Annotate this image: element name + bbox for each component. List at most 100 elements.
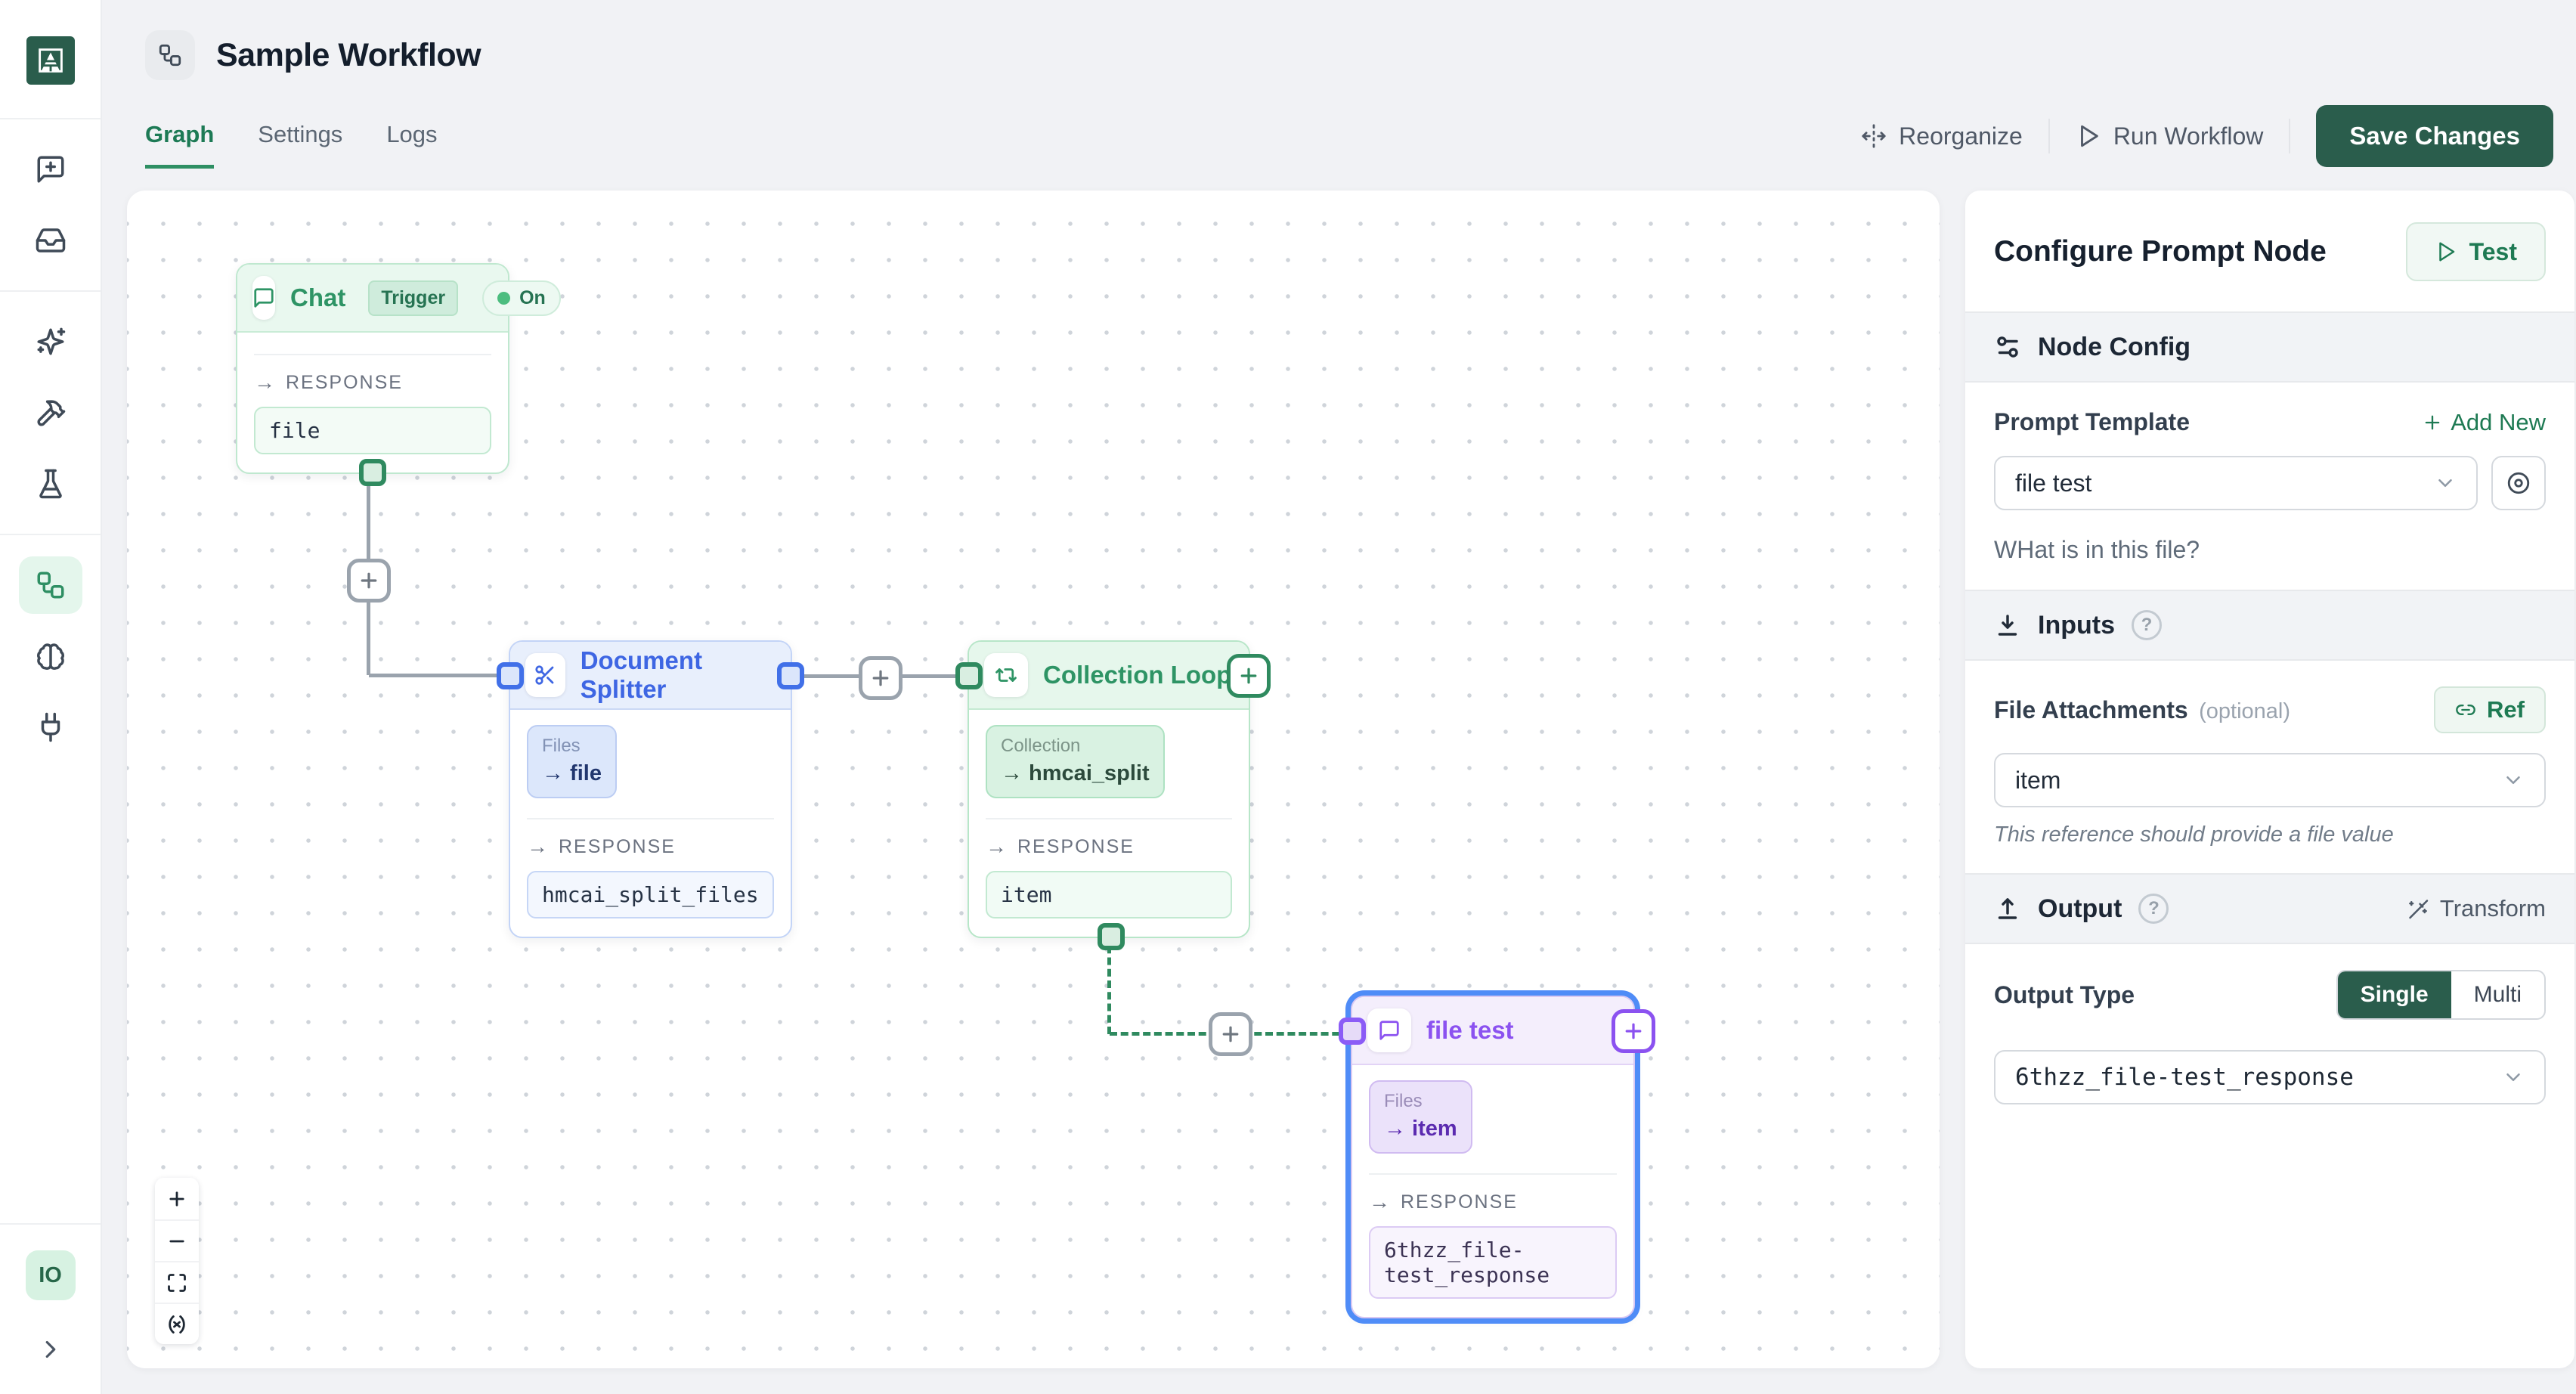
add-node-on-edge-button[interactable] (859, 656, 903, 700)
node-title: Chat (290, 283, 346, 311)
zoom-out-button[interactable] (155, 1219, 199, 1261)
reorganize-button[interactable]: Reorganize (1861, 122, 2023, 150)
status-badge[interactable]: On (482, 280, 561, 316)
input-port[interactable] (955, 662, 983, 689)
logo-tree-icon (38, 48, 63, 73)
input-chip-files[interactable]: Files → item (1369, 1080, 1472, 1154)
add-new-label: Add New (2451, 408, 2546, 435)
add-node-on-edge-button[interactable] (1209, 1012, 1252, 1056)
repeat-icon (995, 668, 1017, 682)
input-chip-files[interactable]: Files → file (527, 725, 617, 798)
config-panel: Configure Prompt Node Test Node Config P… (1965, 191, 2574, 1368)
node-document-splitter[interactable]: Document Splitter Files → file →RESPONSE… (497, 640, 804, 938)
status-dot (497, 291, 511, 305)
topbar-divider (2289, 119, 2291, 153)
help-icon[interactable]: ? (2131, 610, 2162, 640)
edge-loop-to-filetest (1107, 888, 1111, 1034)
node-divider (1369, 1173, 1617, 1175)
trigger-badge: Trigger (368, 280, 459, 316)
add-connected-node-button[interactable] (1227, 654, 1271, 698)
chevron-down-icon (2502, 769, 2525, 791)
prompt-preview-text: WHat is in this file? (1994, 536, 2200, 563)
file-attachments-select[interactable]: item (1994, 753, 2546, 807)
workflow-canvas[interactable]: Chat Trigger On →RESPONSE file Document … (127, 191, 1940, 1368)
response-value: file (254, 407, 491, 454)
ref-button[interactable]: Ref (2434, 686, 2546, 733)
output-variable-value: 6thzz_file-test_response (2015, 1064, 2354, 1091)
output-port[interactable] (777, 662, 804, 689)
download-icon (1998, 615, 2017, 636)
add-node-on-edge-button[interactable] (347, 559, 391, 603)
message-square-icon (254, 288, 274, 308)
variables-icon (169, 1315, 185, 1334)
avatar[interactable]: IO (25, 1250, 76, 1300)
fit-view-button[interactable] (155, 1261, 199, 1303)
output-port[interactable] (359, 459, 386, 486)
sidebar-item-inbox[interactable] (19, 212, 82, 269)
section-title: Output (2038, 894, 2122, 923)
plus-icon (2425, 415, 2440, 429)
file-attachments-label: File Attachments (1994, 695, 2188, 723)
link-icon (2456, 705, 2475, 715)
save-changes-button[interactable]: Save Changes (2316, 105, 2553, 167)
run-workflow-button[interactable]: Run Workflow (2076, 122, 2264, 150)
inbox-icon (36, 228, 65, 252)
chip-label: Files (542, 736, 581, 756)
prompt-template-select[interactable]: file test (1994, 456, 2478, 510)
response-label: RESPONSE (286, 371, 403, 393)
tab-logs[interactable]: Logs (386, 121, 438, 147)
add-new-template-button[interactable]: Add New (2422, 409, 2546, 436)
tab-settings[interactable]: Settings (258, 121, 343, 147)
sidebar-item-assistants[interactable] (19, 313, 82, 370)
workflow-icon (37, 572, 63, 599)
output-port[interactable] (1098, 923, 1125, 950)
sidebar-item-models[interactable] (19, 627, 82, 685)
add-connected-node-button[interactable] (1612, 1009, 1655, 1053)
response-value: 6thzz_file-test_response (1369, 1226, 1617, 1299)
preview-template-button[interactable] (2491, 456, 2546, 510)
sidebar-item-new-chat[interactable] (19, 141, 82, 198)
transform-button[interactable]: Transform (2407, 895, 2546, 922)
section-title: Node Config (2038, 332, 2191, 361)
sidebar-divider (0, 290, 101, 292)
page-title: Sample Workflow (216, 36, 481, 73)
plus-icon (1625, 1023, 1642, 1039)
plug-icon (41, 712, 60, 742)
app-logo[interactable] (26, 36, 75, 85)
optional-label: (optional) (2199, 699, 2290, 723)
sidebar-item-integrations[interactable] (19, 699, 82, 756)
help-icon[interactable]: ? (2138, 894, 2169, 924)
sidebar-expand-button[interactable] (36, 1335, 65, 1364)
node-file-test[interactable]: file test Files → item →RESPONSE 6thzz_f… (1339, 996, 1655, 1318)
input-chip-collection[interactable]: Collection → hmcai_split (986, 725, 1165, 798)
zoom-in-button[interactable] (155, 1178, 199, 1219)
run-workflow-label: Run Workflow (2113, 122, 2264, 150)
prompt-template-value: file test (2015, 469, 2092, 497)
arrow-right-icon: → (986, 835, 1007, 858)
input-port[interactable] (1339, 1018, 1366, 1045)
response-label: RESPONSE (1401, 1191, 1518, 1213)
chevron-right-icon (45, 1340, 55, 1358)
node-chat[interactable]: Chat Trigger On →RESPONSE file (236, 263, 561, 486)
sidebar-item-tools[interactable] (19, 384, 82, 441)
unfold-horizontal-icon (1862, 124, 1886, 148)
sidebar-item-workflows[interactable] (18, 556, 82, 614)
variables-button[interactable] (155, 1303, 199, 1344)
chip-label: Collection (1001, 736, 1081, 756)
workflow-title-icon-button[interactable] (145, 30, 195, 80)
tab-graph[interactable]: Graph (145, 121, 215, 169)
plus-icon (1222, 1026, 1239, 1042)
play-icon (2438, 242, 2454, 262)
sidebar-item-experiments[interactable] (19, 455, 82, 513)
output-variable-select[interactable]: 6thzz_file-test_response (1994, 1050, 2546, 1104)
output-type-multi[interactable]: Multi (2473, 982, 2522, 1007)
workflow-icon (159, 44, 181, 67)
plus-icon (872, 670, 889, 686)
test-button[interactable]: Test (2405, 222, 2546, 281)
input-port[interactable] (497, 662, 524, 689)
wand-icon (2409, 900, 2429, 919)
node-collection-loop[interactable]: Collection Loop Collection → hmcai_split… (955, 640, 1271, 950)
output-type-single[interactable]: Single (2337, 971, 2451, 1018)
reorganize-label: Reorganize (1899, 122, 2023, 150)
message-square-icon (1379, 1021, 1399, 1040)
